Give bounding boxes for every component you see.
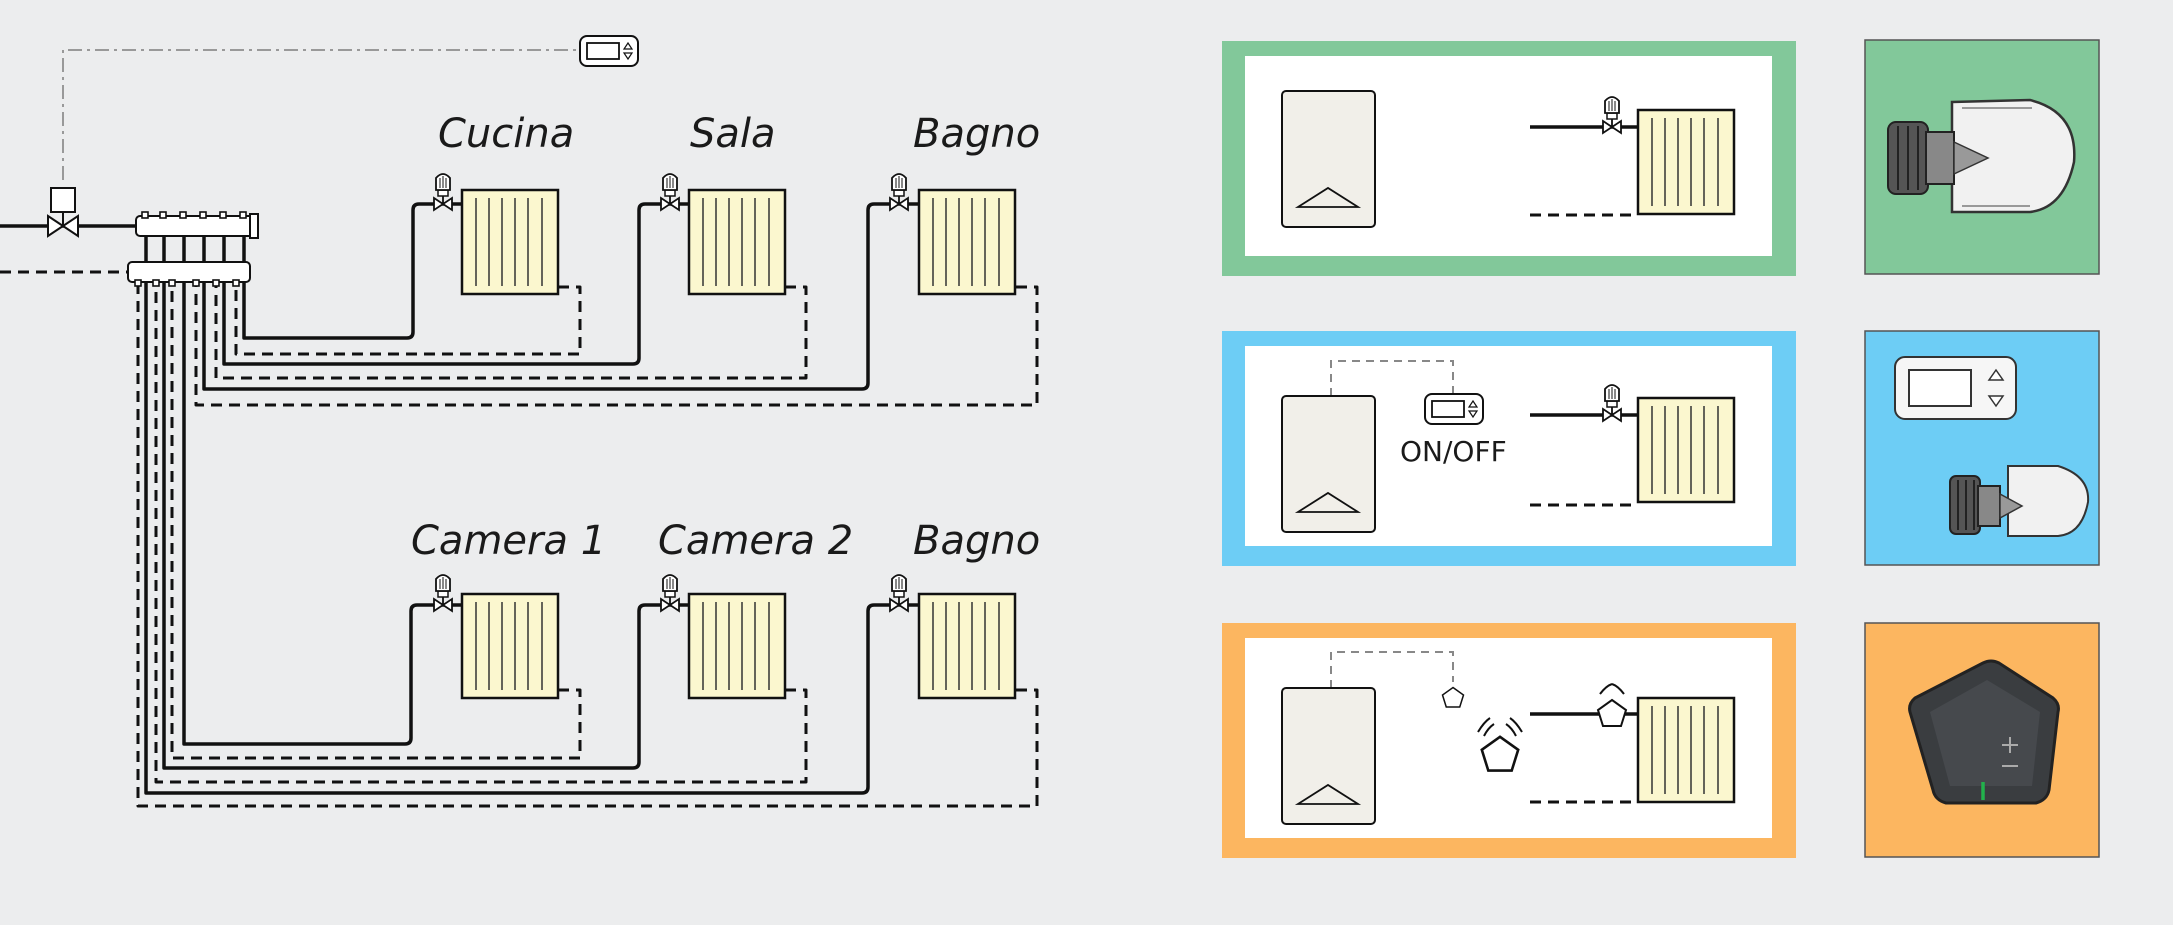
manifold-icon bbox=[127, 211, 259, 287]
thermostatic-valve-icon bbox=[660, 574, 680, 612]
supply-pipe bbox=[242, 202, 430, 340]
room-label: Sala bbox=[690, 111, 776, 157]
room-label: Bagno bbox=[913, 518, 1040, 564]
room-label: Camera 1 bbox=[411, 518, 606, 564]
thermostatic-valve-icon bbox=[889, 574, 909, 612]
thermostatic-valve-icon bbox=[660, 173, 680, 211]
supply-pipe bbox=[202, 202, 885, 391]
radiator-icon bbox=[687, 592, 787, 700]
return-pipe bbox=[214, 272, 808, 380]
supply-pipe bbox=[144, 226, 885, 795]
radiator-icon bbox=[917, 592, 1017, 700]
product-tile-onoff bbox=[1864, 330, 2100, 566]
return-pipe bbox=[136, 272, 1039, 808]
system-panel-thermostatic bbox=[1222, 41, 1796, 276]
return-pipe bbox=[234, 272, 582, 356]
boiler-icon bbox=[1281, 687, 1376, 825]
thermostat-icon bbox=[579, 35, 639, 67]
supply-pipe bbox=[182, 226, 430, 746]
smart-thermostat-icon bbox=[1908, 659, 2060, 805]
thermostatic-valve-icon bbox=[433, 173, 453, 211]
room-label: Camera 2 bbox=[658, 518, 853, 564]
wireless-sensor-icon bbox=[1597, 683, 1627, 727]
supply-pipe bbox=[222, 202, 656, 366]
thermostatic-valve-icon bbox=[433, 574, 453, 612]
boiler-icon bbox=[1281, 90, 1376, 228]
radiator-icon bbox=[917, 188, 1017, 296]
control-wire bbox=[62, 49, 578, 180]
supply-pipe bbox=[162, 226, 656, 770]
radiator-icon bbox=[1636, 396, 1736, 504]
radiator-icon bbox=[460, 188, 560, 296]
radiator-icon bbox=[460, 592, 560, 700]
boiler-icon bbox=[1281, 395, 1376, 533]
room-label: Cucina bbox=[438, 111, 574, 157]
radiator-icon bbox=[1636, 696, 1736, 804]
return-pipe bbox=[154, 272, 808, 784]
thermostatic-head-icon bbox=[1887, 98, 2076, 214]
system-panel-onoff: ON/OFF bbox=[1222, 331, 1796, 566]
thermostat-icon bbox=[1424, 393, 1484, 425]
room-label: Bagno bbox=[913, 111, 1040, 157]
system-panel-wireless bbox=[1222, 623, 1796, 858]
radiator-icon bbox=[687, 188, 787, 296]
zone-valve-icon bbox=[47, 187, 79, 238]
thermostatic-valve-icon bbox=[889, 173, 909, 211]
radiator-icon bbox=[1636, 108, 1736, 216]
return-pipe bbox=[170, 272, 582, 760]
control-label: ON/OFF bbox=[1400, 435, 1507, 468]
product-tile-wireless bbox=[1864, 622, 2100, 858]
thermostatic-head-icon bbox=[1949, 465, 2090, 537]
wireless-sensor-icon bbox=[1477, 717, 1523, 772]
product-tile-thermostatic-head bbox=[1864, 39, 2100, 275]
thermostat-icon bbox=[1894, 356, 2017, 420]
